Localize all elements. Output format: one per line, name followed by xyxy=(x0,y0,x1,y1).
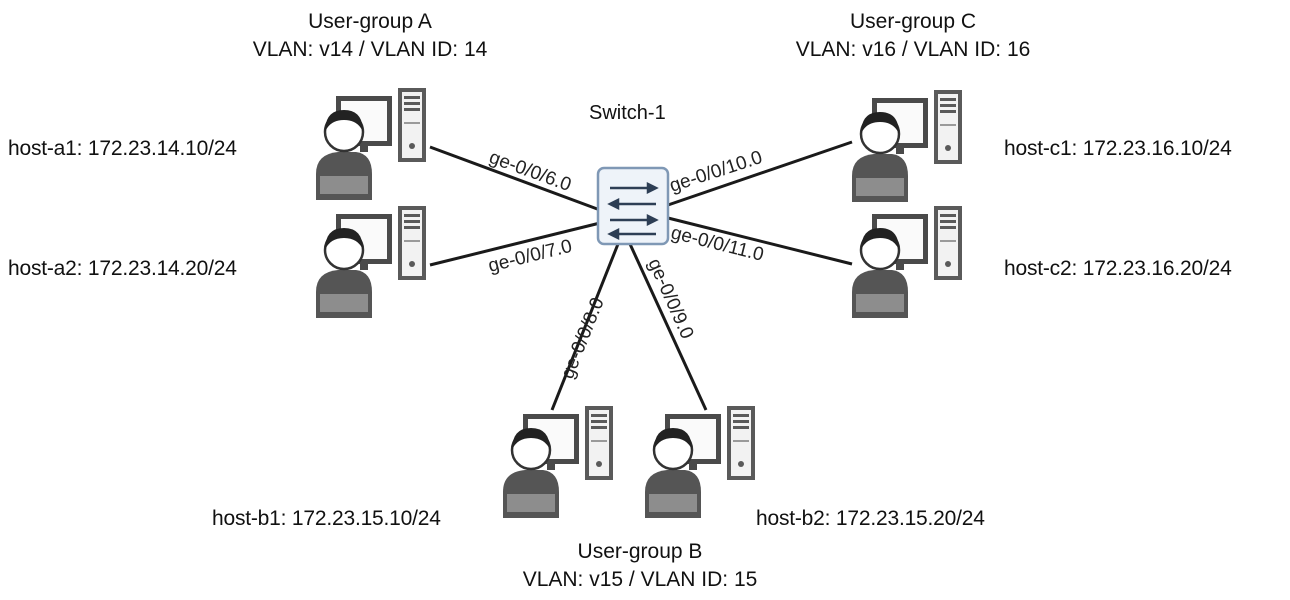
switch-icon xyxy=(596,166,670,246)
port-label-a2: ge-0/0/7.0 xyxy=(486,236,574,277)
user-workstation-icon xyxy=(314,86,428,202)
host-b2-label: host-b2: 172.23.15.20/24 xyxy=(756,507,985,530)
port-label-a1: ge-0/0/6.0 xyxy=(486,147,574,196)
link-c1 xyxy=(667,140,853,207)
host-c1-label: host-c1: 172.23.16.10/24 xyxy=(1004,137,1232,160)
group-a-caption: User-group A VLAN: v14 / VLAN ID: 14 xyxy=(230,8,510,64)
user-workstation-icon xyxy=(314,204,428,320)
link-b2 xyxy=(628,243,708,411)
link-a2 xyxy=(429,221,601,267)
user-workstation-icon xyxy=(850,204,964,320)
links xyxy=(429,140,853,411)
link-b1 xyxy=(550,243,620,411)
group-b-vlan: VLAN: v15 / VLAN ID: 15 xyxy=(522,568,758,591)
group-a-title: User-group A xyxy=(308,10,432,33)
host-a2-label: host-a2: 172.23.14.20/24 xyxy=(8,257,237,280)
link-a1 xyxy=(429,145,601,212)
host-b1-label: host-b1: 172.23.15.10/24 xyxy=(212,507,441,530)
group-c-vlan: VLAN: v16 / VLAN ID: 16 xyxy=(795,38,1031,61)
group-a-vlan: VLAN: v14 / VLAN ID: 14 xyxy=(252,38,488,61)
host-a1-label: host-a1: 172.23.14.10/24 xyxy=(8,137,237,160)
user-workstation-icon xyxy=(501,404,615,520)
group-b-title: User-group B xyxy=(577,540,703,563)
group-b-caption: User-group B VLAN: v15 / VLAN ID: 15 xyxy=(490,538,790,594)
host-c2-label: host-c2: 172.23.16.20/24 xyxy=(1004,257,1232,280)
user-workstation-icon xyxy=(643,404,757,520)
group-c-caption: User-group C VLAN: v16 / VLAN ID: 16 xyxy=(768,8,1058,64)
link-c2 xyxy=(667,216,853,266)
user-workstation-icon xyxy=(850,88,964,204)
switch-label: Switch-1 xyxy=(589,102,666,124)
group-c-title: User-group C xyxy=(849,10,977,33)
port-label-b1: ge-0/0/8.0 xyxy=(557,295,609,382)
